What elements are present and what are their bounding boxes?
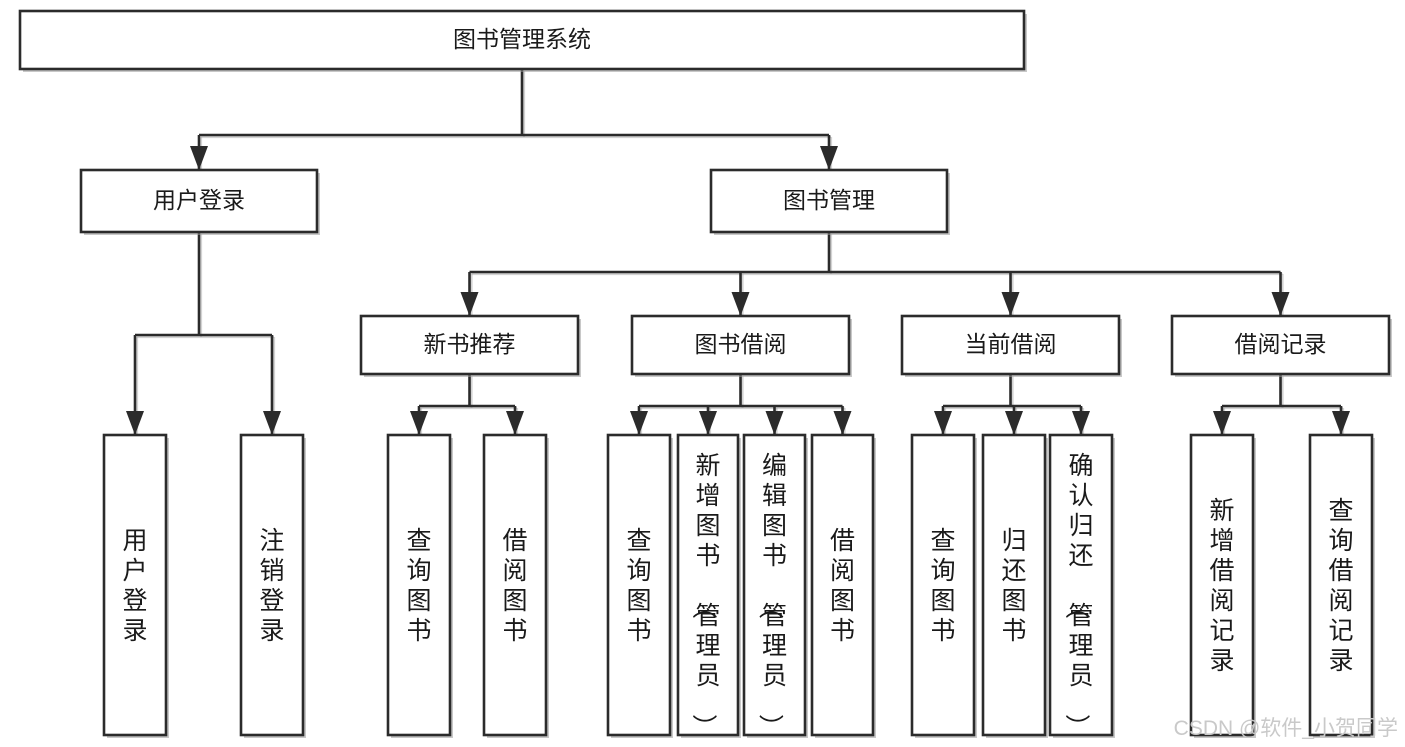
arrow-head-icon [820,146,838,170]
node-borrow-record[interactable]: 借阅记录 [1170,314,1392,377]
node-new-book-rec[interactable]: 新书推荐 [359,314,581,377]
node-book-manage[interactable]: 图书管理 [709,168,950,235]
arrow-head-icon [263,411,281,435]
node-layer: 图书管理系统用户登录图书管理新书推荐图书借阅当前借阅借阅记录用户登录注销登录查询… [18,9,1392,739]
leaf-label: 查询图书 [626,527,651,645]
leaf-label: 查询借阅记录 [1328,497,1353,675]
arrow-head-icon [1213,411,1231,435]
node-root[interactable]: 图书管理系统 [18,9,1027,72]
leaf-label: 归还图书 [1001,527,1026,645]
leaf-label: 新增图书（管理员） [689,452,720,739]
node-leaf-borrow-query[interactable]: 查询图书 [606,433,673,738]
arrow-head-icon [506,411,524,435]
arrow-head-icon [460,292,479,316]
arrow-head-icon [731,292,750,316]
leaf-label: 借阅图书 [502,527,527,645]
connector-layer [126,69,1350,436]
node-leaf-cur-query[interactable]: 查询图书 [910,433,977,738]
arrow-head-icon [630,411,648,435]
csdn-watermark: CSDN @软件_小贺同学 [1174,717,1398,740]
arrow-head-icon [190,146,208,170]
node-book-borrow[interactable]: 图书借阅 [630,314,852,377]
node-user-login[interactable]: 用户登录 [79,168,320,235]
leaf-label: 确认归还（管理员） [1062,452,1093,739]
arrow-head-icon [833,411,852,435]
node-label: 图书管理系统 [453,26,591,52]
node-label: 当前借阅 [965,331,1057,357]
arrow-head-icon [1332,411,1350,435]
node-leaf-borrow-edit[interactable]: 编辑图书（管理员） [742,433,808,739]
arrow-head-icon [1005,411,1023,435]
node-leaf-rec-search[interactable]: 查询借阅记录 [1308,433,1375,738]
node-leaf-user-logout[interactable]: 注销登录 [239,433,306,738]
node-leaf-user-login[interactable]: 用户登录 [102,433,169,738]
node-leaf-cur-return[interactable]: 归还图书 [981,433,1048,738]
arrow-head-icon [934,411,952,435]
leaf-label: 用户登录 [122,527,147,645]
arrow-head-icon [765,411,784,435]
node-label: 图书管理 [783,187,875,213]
arrow-head-icon [1001,292,1020,316]
node-label: 借阅记录 [1235,331,1327,357]
node-label: 图书借阅 [695,331,787,357]
node-leaf-borrow-do[interactable]: 借阅图书 [810,433,876,738]
leaf-label: 借阅图书 [830,527,855,645]
arrow-head-icon [1072,411,1090,435]
node-current-borrow[interactable]: 当前借阅 [900,314,1122,377]
leaf-label: 注销登录 [259,527,284,645]
leaf-label: 新增借阅记录 [1209,497,1234,675]
node-leaf-rec-add[interactable]: 新增借阅记录 [1189,433,1256,738]
arrow-head-icon [1271,292,1290,316]
node-label: 新书推荐 [424,331,516,357]
leaf-label: 查询图书 [930,527,955,645]
node-label: 用户登录 [153,187,245,213]
node-leaf-cur-confirm[interactable]: 确认归还（管理员） [1048,433,1115,739]
node-leaf-rec-borrow[interactable]: 借阅图书 [482,433,549,738]
leaf-label: 编辑图书（管理员） [756,452,787,739]
leaf-label: 查询图书 [406,527,431,645]
arrow-head-icon [126,411,144,435]
arrow-head-icon [410,411,428,435]
node-leaf-borrow-add[interactable]: 新增图书（管理员） [676,433,741,739]
node-leaf-rec-query[interactable]: 查询图书 [386,433,453,738]
arrow-head-icon [699,411,717,435]
